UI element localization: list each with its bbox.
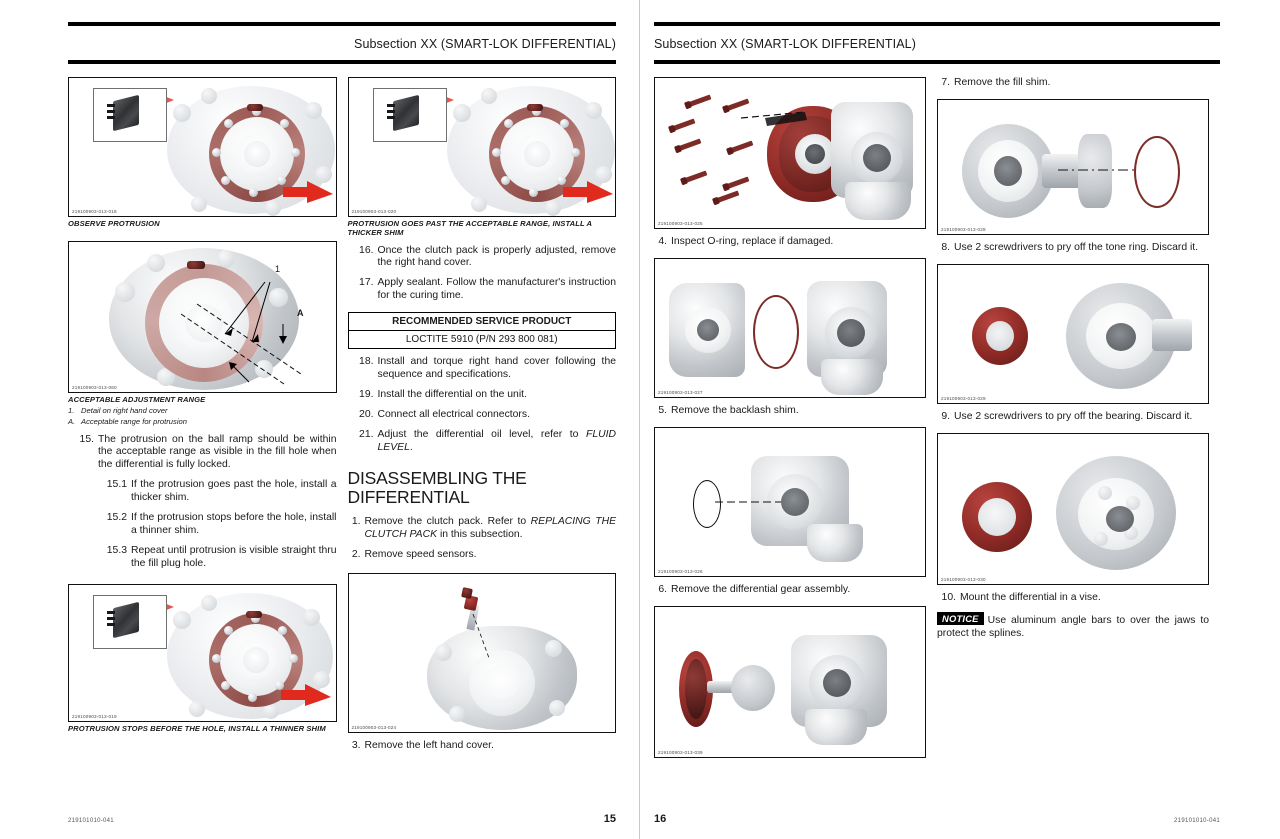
figure-inspect-oring: 219100903-013-027 — [654, 257, 926, 398]
figure-legend: 1.Detail on right hand cover A.Acceptabl… — [68, 405, 337, 427]
step-17: 17. Apply sealant. Follow the manufactur… — [359, 277, 616, 302]
figure-id: 219100903-013-019 — [72, 713, 117, 719]
step-21-reference: FLUID LEVEL — [377, 428, 617, 453]
step-15-3: 15.3 Repeat until protrusion is visible … — [106, 544, 337, 569]
step-21-post: . — [409, 441, 413, 453]
figure-id: 219100903-013-018 — [72, 209, 117, 214]
substep-list: 15.1 If the protrusion goes past the hol… — [98, 479, 337, 570]
figure-id: 219100903-013-030 — [941, 576, 986, 582]
figure-id: 219100903-013-039 — [658, 749, 703, 755]
step-10: 10. Mount the differential in a vise. — [941, 591, 1101, 603]
figure-id: 219100903-013-060 — [72, 385, 117, 391]
step-8: 8. Use 2 screwdrivers to pry off the ton… — [941, 241, 1199, 253]
step-7: 7. Remove the fill shim. — [941, 77, 1051, 88]
figure-pry-tone-ring: 219100903-013-029 — [937, 263, 1209, 404]
figure-observe-protrusion: 219100903-013-018 — [68, 77, 337, 217]
page-gutter — [639, 0, 640, 839]
right-page-footer: 16 219101010-041 — [640, 813, 1280, 825]
step-9: 9. Use 2 screwdrivers to pry off the bea… — [941, 410, 1193, 422]
figure-caption: OBSERVE PROTRUSION — [68, 219, 160, 228]
header-rule-top — [654, 22, 1220, 26]
d-step-1-pre: Remove the clutch pack. Refer to — [364, 516, 531, 528]
step-4: 4. Inspect O-ring, replace if damaged. — [658, 236, 834, 247]
disassembly-step-1: 1. Remove the clutch pack. Refer to REPL… — [351, 516, 617, 541]
step-15-1: 15.1 If the protrusion goes past the hol… — [106, 479, 337, 504]
notice-badge: NOTICE — [937, 611, 984, 626]
figure-remove-bolts: 219100903-013-025 — [654, 77, 926, 229]
figure-id: 219100903-013-025 — [658, 221, 703, 226]
column-1: 219100903-013-018 OBSERVE PROTRUSION — [68, 77, 337, 753]
figure-pry-bearing: 219100903-013-030 — [937, 432, 1209, 585]
legend-item: 1.Detail on right hand cover — [68, 405, 168, 415]
step-15-2: 15.2 If the protrusion stops before the … — [106, 511, 337, 536]
figure-protrusion-stops-before-hole: 219100903-013-019 — [68, 583, 337, 722]
table-header: RECOMMENDED SERVICE PRODUCT — [348, 313, 615, 332]
left-page-columns: 219100903-013-018 OBSERVE PROTRUSION — [68, 77, 616, 753]
figure-acceptable-adjustment-range: 1 A 219100903-013-060 — [68, 241, 337, 394]
right-page: Subsection XX (SMART-LOK DIFFERENTIAL) — [640, 0, 1280, 839]
footer-document-code: 219101010-041 — [1174, 818, 1220, 824]
legend-item: A.Acceptable range for protrusion — [68, 416, 187, 426]
figure-id: 219100903-013-028 — [941, 226, 986, 232]
notice-text: Use aluminum angle bars to over the jaws… — [937, 614, 1209, 639]
footer-page-number: 15 — [603, 813, 616, 825]
callout-a: A — [297, 308, 304, 319]
figure-speed-sensors: 219100903-013-024 — [347, 572, 616, 733]
figure-id: 219100903-013-029 — [941, 395, 986, 401]
column-3: 219100903-013-025 4. Inspect O-ring, rep… — [654, 77, 926, 758]
step-21-pre: Adjust the differential oil level, refer… — [377, 428, 586, 440]
column-4: 7. Remove the fill shim. — [937, 77, 1209, 758]
recommended-service-product-table: RECOMMENDED SERVICE PRODUCT LOCTITE 5910… — [347, 312, 616, 350]
d-step-1-post: in this subsection. — [437, 529, 523, 541]
callout-1: 1 — [275, 264, 281, 275]
header-rule-top — [68, 22, 616, 26]
disassembly-step-3: 3. Remove the left hand cover. — [351, 739, 494, 751]
header-rule-bottom — [654, 60, 1220, 64]
figure-caption: PROTRUSION GOES PAST THE ACCEPTABLE RANG… — [347, 219, 592, 238]
column-2: 219100903-013-020 PROTRUSION GOES PAST T… — [347, 77, 617, 753]
figure-remove-fill-shim: 219100903-013-028 — [937, 98, 1209, 235]
disassembly-step-2: 2. Remove speed sensors. — [351, 548, 477, 560]
d-step-1-reference: REPLACING THE CLUTCH PACK — [364, 516, 617, 541]
footer-page-number: 16 — [654, 813, 667, 825]
left-page: Subsection XX (SMART-LOK DIFFERENTIAL) — [0, 22, 640, 825]
figure-remove-backlash-shim: 219100903-013-026 — [654, 426, 926, 577]
figure-protrusion-past-range: 219100903-013-020 — [347, 77, 616, 217]
right-page-columns: 219100903-013-025 4. Inspect O-ring, rep… — [654, 77, 1220, 758]
figure-caption: PROTRUSION STOPS BEFORE THE HOLE, INSTAL… — [68, 723, 326, 733]
figure-remove-gear-assembly: 219100903-013-039 — [654, 605, 926, 758]
figure-id: 219100903-013-020 — [351, 209, 397, 214]
section-title-disassembling: DISASSEMBLING THE DIFFERENTIAL — [347, 468, 527, 508]
figure-id: 219100903-013-026 — [658, 568, 703, 574]
step-6: 6. Remove the differential gear assembly… — [658, 583, 851, 595]
footer-document-code: 219101010-041 — [68, 818, 114, 824]
figure-id: 219100903-013-027 — [658, 389, 703, 395]
step-5: 5. Remove the backlash shim. — [658, 404, 799, 416]
step-21: 21. Adjust the differential oil level, r… — [359, 428, 617, 453]
header-rule-bottom — [68, 60, 616, 64]
left-page-header: Subsection XX (SMART-LOK DIFFERENTIAL) — [354, 37, 616, 51]
right-page-header: Subsection XX (SMART-LOK DIFFERENTIAL) — [654, 37, 916, 51]
step-20: 20. Connect all electrical connectors. — [359, 408, 530, 420]
step-15: 15. The protrusion on the ball ramp shou… — [79, 433, 337, 471]
step-16: 16. Once the clutch pack is properly adj… — [359, 244, 616, 269]
figure-id: 219100903-013-024 — [351, 724, 397, 730]
step-19: 19. Install the differential on the unit… — [359, 388, 527, 400]
left-page-footer: 219101010-041 15 — [0, 813, 640, 825]
figure-caption: ACCEPTABLE ADJUSTMENT RANGE — [68, 395, 206, 405]
table-value: LOCTITE 5910 (P/N 293 800 081) — [405, 334, 558, 346]
step-18: 18. Install and torque right hand cover … — [359, 356, 616, 380]
